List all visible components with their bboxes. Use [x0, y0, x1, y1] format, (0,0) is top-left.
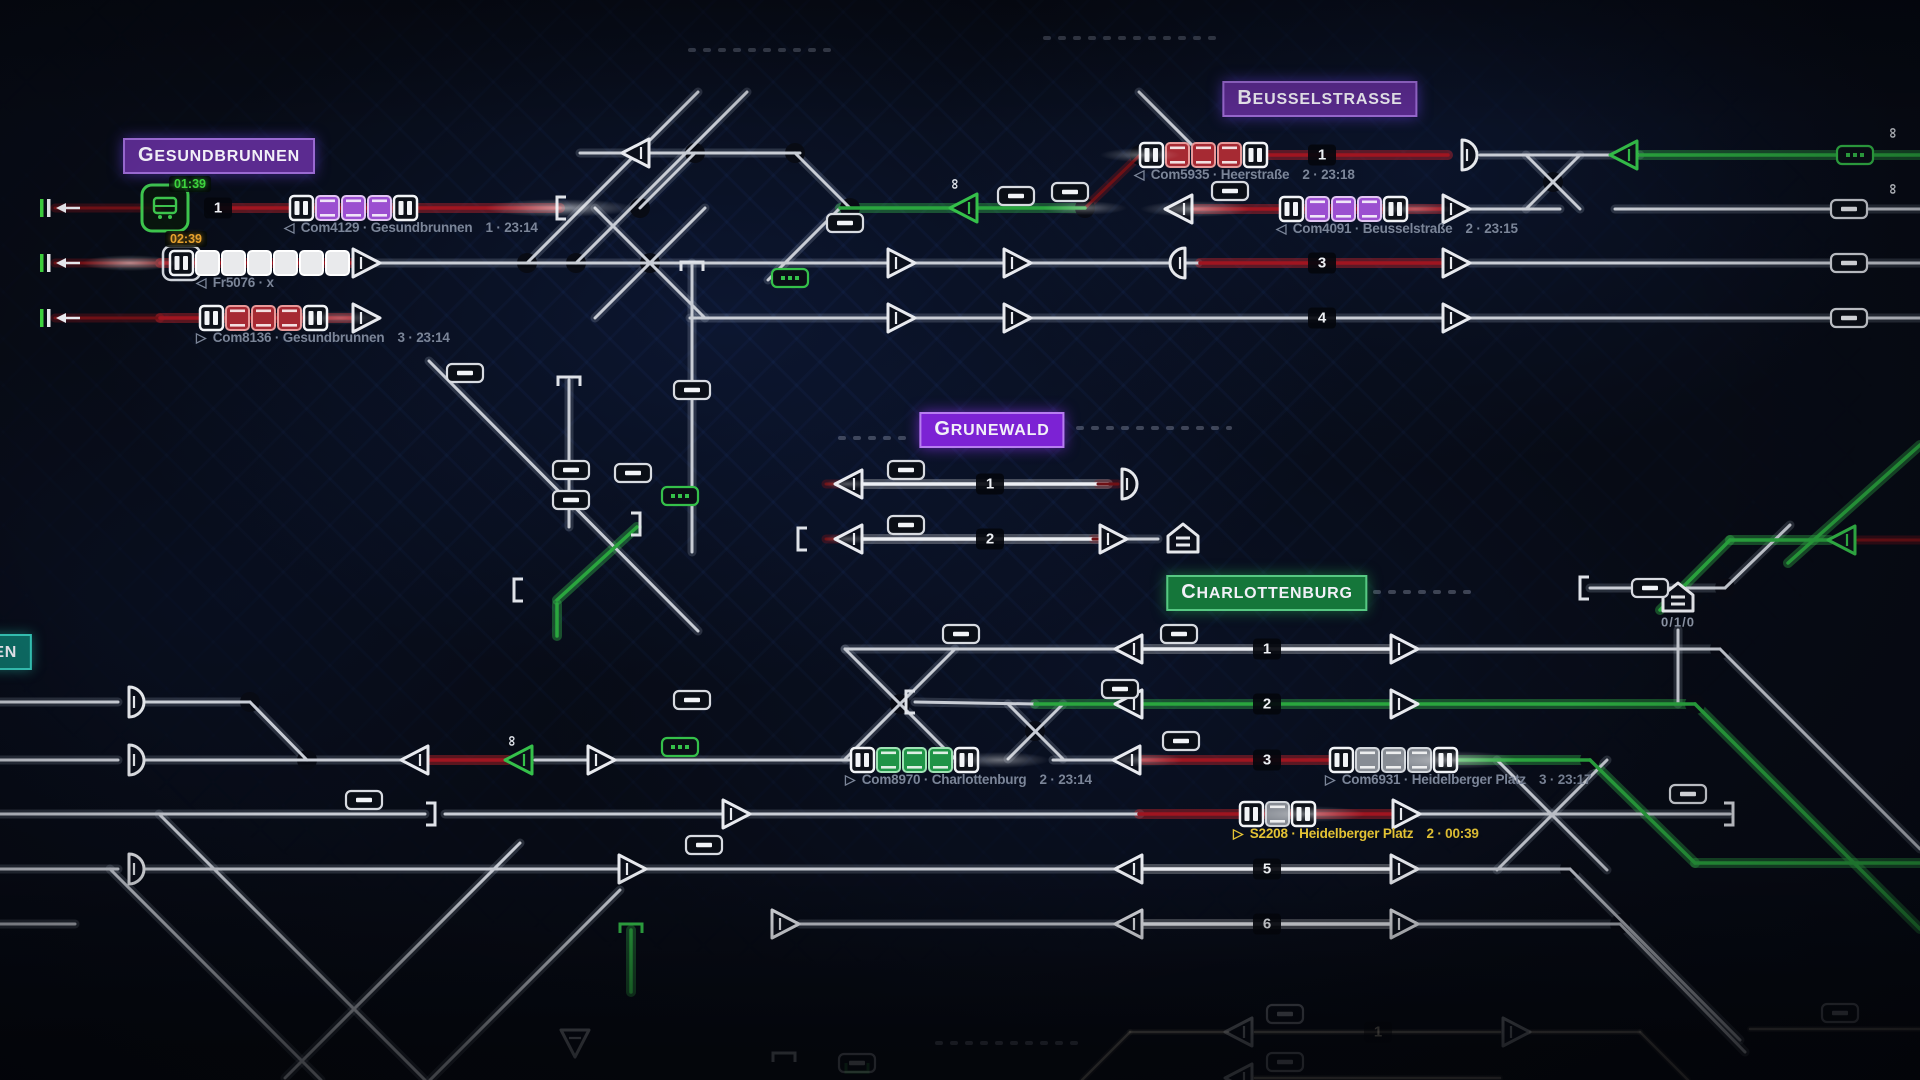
- train-label-com6931[interactable]: ▷ Com6931 · Heidelberger Platz 3 · 23:17: [1325, 772, 1592, 787]
- train-label-s2208[interactable]: ▷ S2208 · Heidelberger Platz 2 · 00:39: [1233, 826, 1479, 841]
- train-label-com4091[interactable]: ◁ Com4091 · Beusselstraße 2 · 23:15: [1276, 221, 1518, 236]
- train-label-com8970[interactable]: ▷ Com8970 · Charlottenburg 2 · 23:14: [845, 772, 1092, 787]
- platform-number: 1: [976, 473, 1004, 495]
- train-label-com4129[interactable]: ◁ Com4129 · Gesundbrunnen 1 · 23:14: [284, 220, 538, 235]
- station-label-beusselstrae: Beusselstraße: [1222, 81, 1418, 117]
- platform-number: 5: [1253, 858, 1281, 880]
- platform-number: 3: [1253, 749, 1281, 771]
- train-label-com8136[interactable]: ▷ Com8136 · Gesundbrunnen 3 · 23:14: [196, 330, 450, 345]
- departure-timer: 01:39: [169, 176, 211, 192]
- platform-number: 1: [1253, 638, 1281, 660]
- platform-number: 1: [204, 197, 232, 219]
- station-label-grunewald: Grunewald: [919, 412, 1065, 448]
- platform-number: 2: [976, 528, 1004, 550]
- station-label-eben: EBEN: [0, 634, 33, 670]
- auto-route-infinity-icon: ∞: [503, 735, 521, 747]
- platform-number: 4: [1308, 307, 1336, 329]
- station-label-charlottenburg: Charlottenburg: [1166, 575, 1368, 611]
- station-label-gesundbrunnen: Gesundbrunnen: [123, 138, 315, 174]
- auto-route-infinity-icon: ∞: [946, 178, 964, 190]
- auto-route-infinity-icon: ∞: [1884, 183, 1902, 195]
- platform-number: 6: [1253, 913, 1281, 935]
- train-label-com5935[interactable]: ◁ Com5935 · Heerstraße 2 · 23:18: [1134, 167, 1355, 182]
- platform-number: 1: [1364, 1021, 1392, 1043]
- train-label-fr5076[interactable]: ◁ Fr5076 · x: [196, 275, 274, 290]
- auto-route-infinity-icon: ∞: [1884, 127, 1902, 139]
- departure-timer: 02:39: [165, 231, 207, 247]
- platform-number: 3: [1308, 252, 1336, 274]
- platform-number: 2: [1253, 693, 1281, 715]
- platform-number: 1: [1308, 144, 1336, 166]
- depot-capacity-text: 0/1/0: [1661, 614, 1695, 630]
